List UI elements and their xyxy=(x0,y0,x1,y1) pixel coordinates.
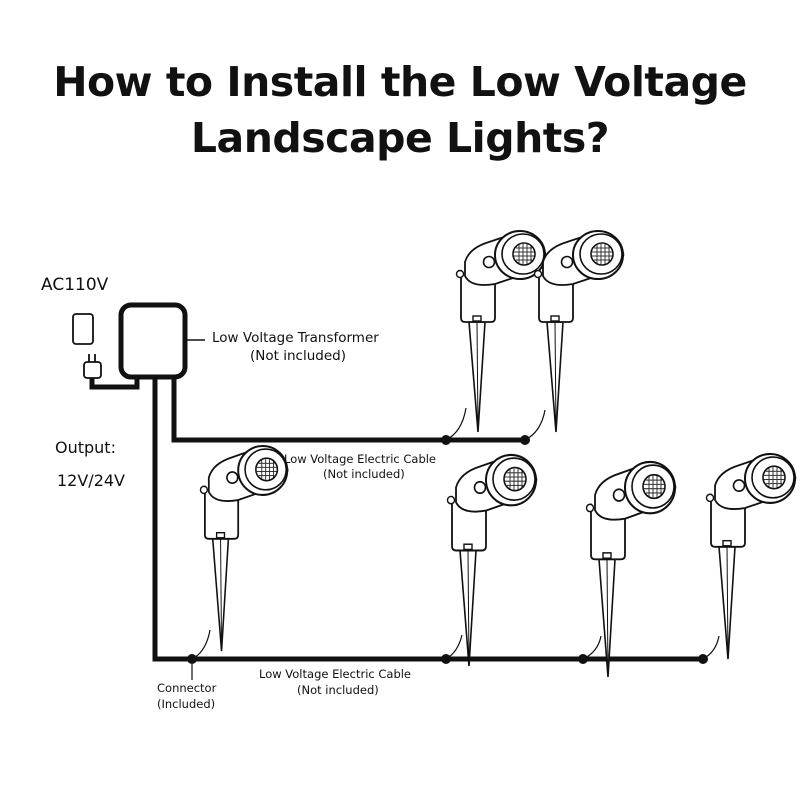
wall-outlet-icon xyxy=(72,313,94,345)
connector-note: (Included) xyxy=(157,697,216,711)
upper-cable-note: (Not included) xyxy=(323,467,405,481)
spotlight-lower-2 xyxy=(446,453,538,668)
transformer-label: Low Voltage Transformer xyxy=(212,330,379,346)
lower-cable xyxy=(152,377,706,662)
lower-cable-note: (Not included) xyxy=(297,683,379,697)
power-plug-icon xyxy=(83,354,102,379)
title-line-1: How to Install the Low Voltage xyxy=(53,58,747,106)
spotlight-lower-3 xyxy=(585,460,677,679)
output-value: 12V/24V xyxy=(57,471,125,490)
plug-cable xyxy=(89,375,140,390)
upper-cable-label: Low Voltage Electric Cable xyxy=(284,452,437,466)
output-heading: Output: xyxy=(55,438,116,457)
lower-cable-label: Low Voltage Electric Cable xyxy=(259,667,412,681)
title-line-2: Landscape Lights? xyxy=(190,114,610,162)
transformer-note: (Not included) xyxy=(250,348,346,364)
power-source-label: AC110V xyxy=(41,275,109,295)
spotlight-upper-2 xyxy=(533,230,625,433)
spotlight-lower-4 xyxy=(705,452,797,661)
spotlight-upper-1 xyxy=(455,230,547,433)
transformer-box xyxy=(118,302,188,380)
connector-label: Connector xyxy=(157,681,217,695)
spotlight-lower-1 xyxy=(199,444,289,653)
upper-cable xyxy=(171,377,527,443)
